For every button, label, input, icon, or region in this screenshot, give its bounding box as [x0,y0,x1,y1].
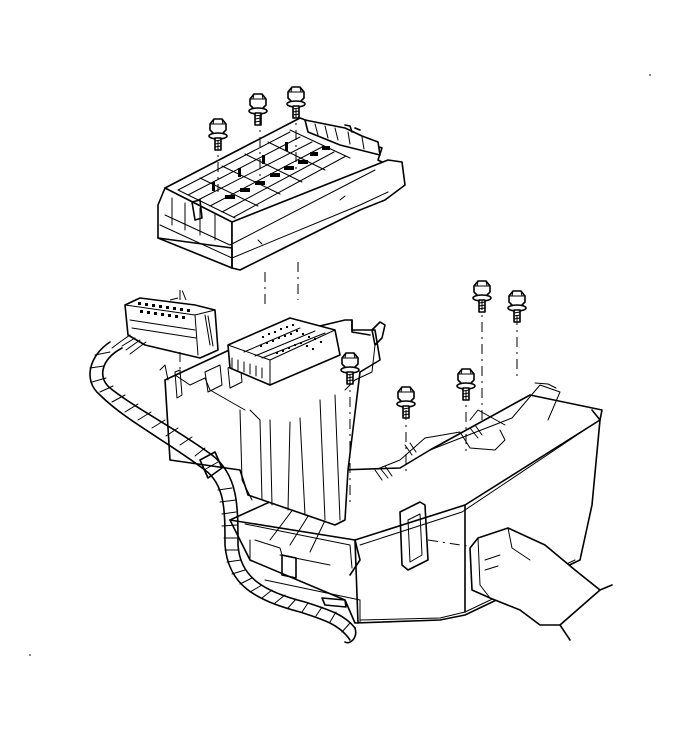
hand-illustration [469,527,613,641]
fuse-relay-block [157,117,406,271]
locator-lines [169,108,518,549]
wiring-harness-conduit [89,341,357,644]
bolt-icon [248,93,268,126]
stray-mark [29,654,31,656]
bolt-icon [208,118,228,151]
bracket-sockets [227,317,341,386]
wiring-harness-connector [111,297,219,359]
stray-mark [649,74,651,76]
bracket [159,319,386,579]
